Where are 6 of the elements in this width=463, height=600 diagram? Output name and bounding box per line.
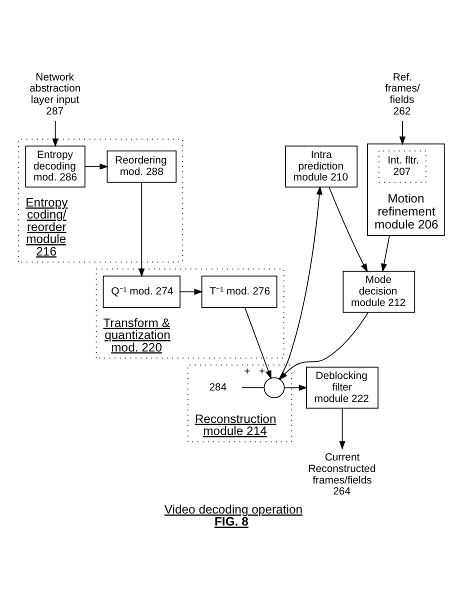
- node-text: Current Reconstructed frames/fields 264: [308, 452, 376, 498]
- diagram-title: Video decoding operation: [164, 502, 303, 516]
- node-text: Network abstraction layer input 287: [30, 72, 81, 117]
- node-text: 284: [209, 382, 227, 393]
- node-label: + +: [244, 366, 266, 378]
- node-text: Ref. frames/ fields 262: [385, 72, 420, 117]
